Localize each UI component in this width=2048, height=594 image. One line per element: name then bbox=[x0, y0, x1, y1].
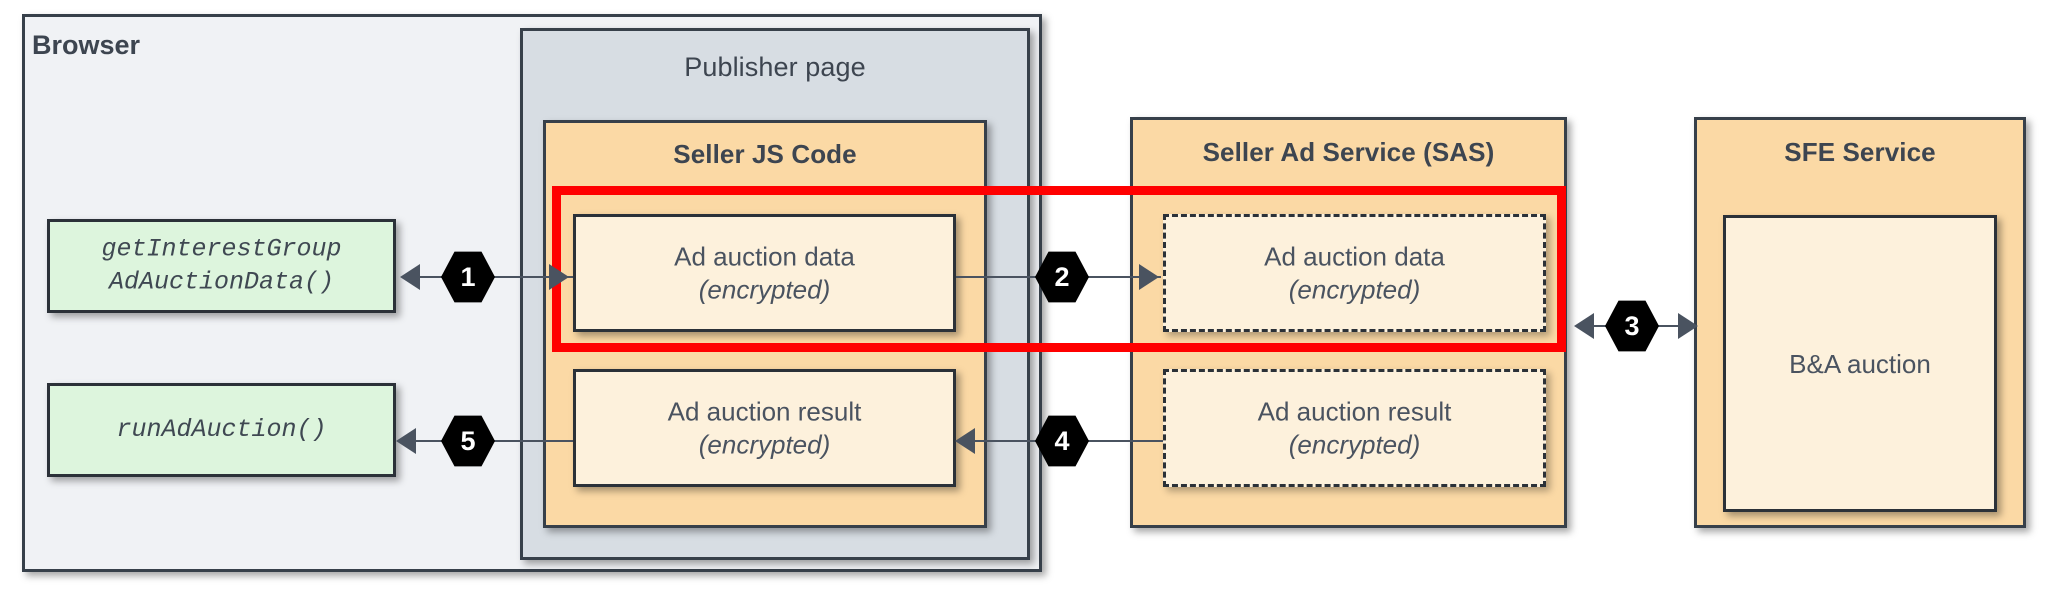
browser-label: Browser bbox=[32, 30, 141, 60]
sas-ad-auction-result-label: Ad auction result (encrypted) bbox=[1166, 396, 1543, 461]
step-marker-3-number: 3 bbox=[1624, 310, 1640, 341]
seller-js-data-sub: (encrypted) bbox=[698, 274, 831, 304]
connector-5-arrowhead bbox=[396, 428, 416, 454]
publisher-page-title: Publisher page bbox=[684, 52, 866, 82]
step-marker-4: 4 bbox=[1035, 415, 1089, 467]
step-marker-2: 2 bbox=[1035, 251, 1089, 303]
connector-1-arrowhead-right bbox=[549, 264, 569, 290]
api-call-line-1: getInterestGroup bbox=[101, 234, 342, 264]
sfe-ba-main: B&A auction bbox=[1789, 348, 1931, 379]
seller-js-result-sub: (encrypted) bbox=[698, 429, 831, 459]
api-call-line-2: AdAuctionData() bbox=[108, 267, 335, 296]
sfe-ba-auction-label: B&A auction bbox=[1726, 347, 1994, 380]
step-marker-3: 3 bbox=[1605, 300, 1659, 352]
api-call-label-2: runAdAuction() bbox=[50, 414, 393, 447]
sfe-service-title: SFE Service bbox=[1784, 137, 1936, 167]
seller-js-ad-auction-result[interactable]: Ad auction result (encrypted) bbox=[573, 369, 956, 487]
sfe-ba-auction[interactable]: B&A auction bbox=[1723, 215, 1997, 512]
connector-3-arrowhead-left bbox=[1574, 313, 1594, 339]
seller-js-ad-auction-result-label: Ad auction result (encrypted) bbox=[576, 396, 953, 461]
seller-js-data-main: Ad auction data bbox=[674, 241, 855, 272]
sas-ad-auction-data-label: Ad auction data (encrypted) bbox=[1166, 241, 1543, 306]
sas-data-main: Ad auction data bbox=[1264, 241, 1445, 272]
step-marker-2-number: 2 bbox=[1054, 261, 1070, 292]
api-call-label: getInterestGroup AdAuctionData() bbox=[50, 234, 393, 299]
connector-2-arrowhead bbox=[1139, 264, 1159, 290]
sas-ad-auction-data[interactable]: Ad auction data (encrypted) bbox=[1163, 214, 1546, 332]
api-call-line-3: runAdAuction() bbox=[116, 414, 327, 444]
seller-js-ad-auction-data[interactable]: Ad auction data (encrypted) bbox=[573, 214, 956, 332]
connector-1-arrowhead bbox=[400, 264, 420, 290]
sas-result-sub: (encrypted) bbox=[1288, 429, 1421, 459]
seller-js-code-title: Seller JS Code bbox=[673, 139, 857, 169]
api-runadauction[interactable]: runAdAuction() bbox=[47, 383, 396, 477]
seller-js-ad-auction-data-label: Ad auction data (encrypted) bbox=[576, 241, 953, 306]
step-marker-1-number: 1 bbox=[460, 261, 476, 292]
step-marker-4-number: 4 bbox=[1054, 425, 1070, 456]
sas-ad-auction-result[interactable]: Ad auction result (encrypted) bbox=[1163, 369, 1546, 487]
seller-ad-service-title: Seller Ad Service (SAS) bbox=[1202, 137, 1495, 167]
step-marker-5-number: 5 bbox=[460, 425, 476, 456]
sas-result-main: Ad auction result bbox=[1257, 396, 1452, 427]
connector-4-arrowhead bbox=[955, 428, 975, 454]
api-getinterestgroupadauctiondata[interactable]: getInterestGroup AdAuctionData() bbox=[47, 219, 396, 313]
seller-js-result-main: Ad auction result bbox=[667, 396, 862, 427]
connector-3-arrowhead-right bbox=[1678, 313, 1698, 339]
sas-data-sub: (encrypted) bbox=[1288, 274, 1421, 304]
